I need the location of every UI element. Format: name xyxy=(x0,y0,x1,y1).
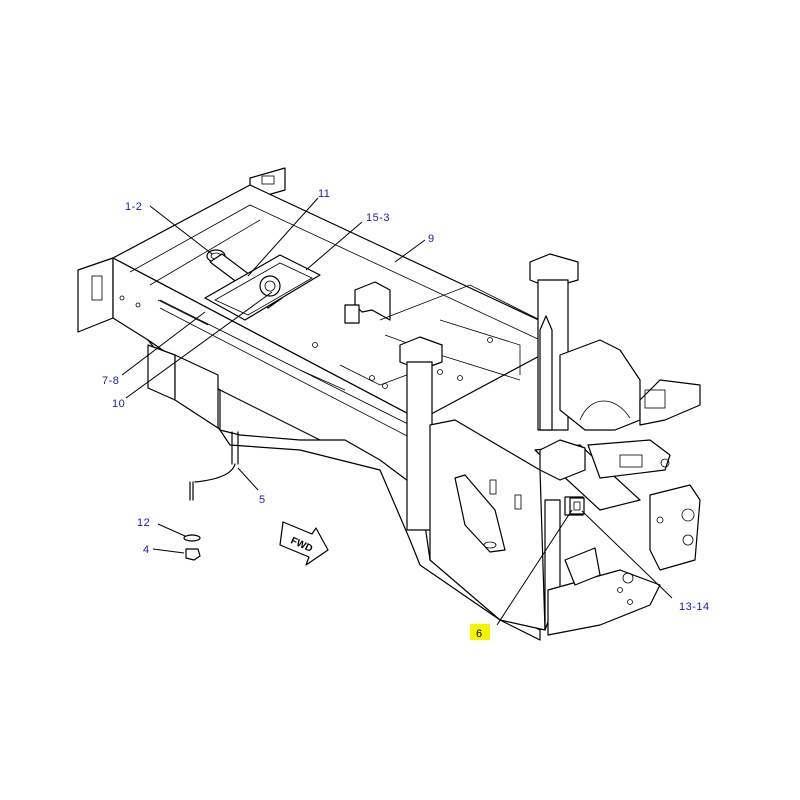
callout-6-highlight xyxy=(470,624,490,640)
callouts: 1-2 11 15-3 9 7-8 10 5 12 4 13-14 6 xyxy=(102,188,710,640)
callout-15-3: 15-3 xyxy=(366,212,390,224)
callout-13-14: 13-14 xyxy=(679,601,710,613)
forward-arrow-icon: FWD xyxy=(279,521,329,566)
drain-fastener xyxy=(183,534,201,561)
callout-12: 12 xyxy=(137,517,150,529)
leader-lines xyxy=(121,197,673,626)
callout-4: 4 xyxy=(143,544,150,556)
hose-assembly xyxy=(189,249,321,501)
callout-5: 5 xyxy=(259,494,266,506)
callout-7-8: 7-8 xyxy=(102,375,119,387)
front-tower xyxy=(399,253,701,636)
callout-6: 6 xyxy=(476,628,483,640)
callout-9: 9 xyxy=(428,233,435,245)
main-frame xyxy=(77,167,573,641)
callout-10: 10 xyxy=(112,398,125,410)
callout-1-2: 1-2 xyxy=(125,201,142,213)
callout-11: 11 xyxy=(318,188,330,200)
